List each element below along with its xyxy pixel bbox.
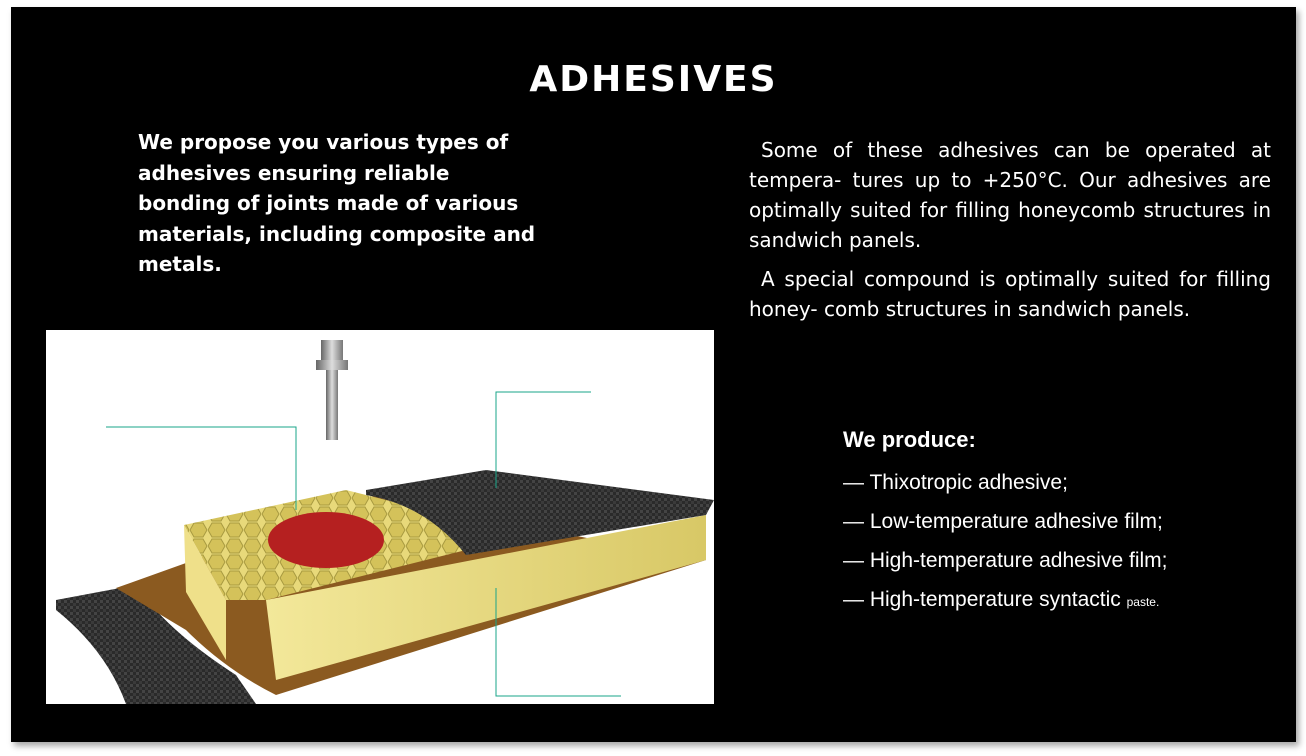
adhesive-fill	[268, 512, 384, 568]
list-item: — Low-temperature adhesive film;	[843, 510, 1163, 533]
produce-heading: We produce:	[843, 427, 976, 452]
list-item: — Thixotropic adhesive;	[843, 471, 1068, 494]
intro-text: We propose you various types of adhesive…	[138, 130, 536, 276]
list-item: — High-temperature adhesive film;	[843, 549, 1168, 572]
list-item: — High-temperature syntactic paste.	[843, 588, 1160, 611]
honeycomb-sandwich-illustration	[46, 330, 714, 704]
bottom-carbon-skin	[56, 585, 256, 704]
top-carbon-skin	[366, 470, 714, 555]
honeycomb-core-side	[266, 515, 706, 680]
paragraph-compound: A special compound is optimally suited f…	[749, 267, 1271, 321]
slide: ADHESIVES We propose you various types o…	[11, 7, 1296, 742]
paragraph-temperature: Some of these adhesives can be operated …	[749, 138, 1271, 252]
slide-title: ADHESIVES	[529, 59, 778, 100]
produce-list: We produce: — Thixotropic adhesive; — Lo…	[843, 427, 1167, 622]
